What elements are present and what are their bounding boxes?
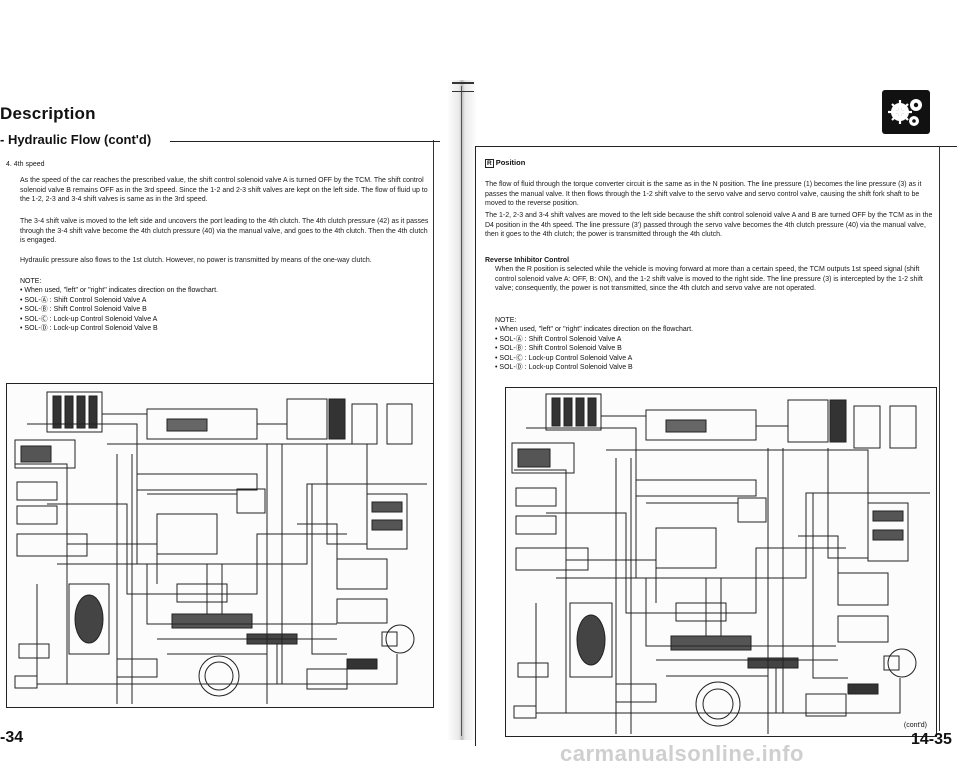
note-title: NOTE:	[20, 278, 42, 285]
note-item: • SOL-Ⓑ : Shift Control Solenoid Valve B	[20, 306, 147, 314]
paragraph-2: The 1-2, 2-3 and 3-4 shift valves are mo…	[485, 212, 933, 239]
hydraulic-circuit-drawing	[511, 393, 930, 734]
note-item: • When used, "left" or "right" indicates…	[495, 326, 693, 334]
paragraph-1: The flow of fluid through the torque con…	[485, 181, 922, 208]
transmission-gear-icon	[882, 90, 930, 134]
gutter-clip	[452, 82, 474, 92]
column-rule	[939, 146, 940, 731]
paragraph-3: Hydraulic pressure also flows to the 1st…	[20, 257, 372, 264]
page-number: -34	[0, 729, 24, 746]
note-block: NOTE: • When used, "left" or "right" ind…	[20, 277, 430, 333]
page-title: Description	[0, 104, 96, 123]
subtitle-rule	[170, 141, 440, 142]
subtitle-row: - Hydraulic Flow (cont'd)	[0, 132, 445, 148]
hydraulic-schematic	[505, 387, 937, 737]
position-box: R	[485, 159, 494, 168]
page-number: 14-35	[911, 731, 952, 748]
hydraulic-schematic	[6, 383, 434, 708]
hydraulic-circuit-drawing	[14, 391, 427, 704]
note-item: • SOL-Ⓒ : Lock-up Control Solenoid Valve…	[495, 354, 633, 362]
note-title: NOTE:	[495, 317, 517, 324]
note-item: • SOL-Ⓓ : Lock-up Control Solenoid Valve…	[20, 325, 158, 333]
note-item: • SOL-Ⓐ : Shift Control Solenoid Valve A	[495, 335, 622, 343]
inhibitor-text: When the R position is selected while th…	[495, 266, 923, 293]
note-item: • SOL-Ⓓ : Lock-up Control Solenoid Valve…	[495, 364, 633, 372]
note-item: • SOL-Ⓒ : Lock-up Control Solenoid Valve…	[20, 315, 158, 323]
gutter-line	[461, 86, 462, 736]
note-item: • When used, "left" or "right" indicates…	[20, 287, 218, 295]
note-item: • SOL-Ⓐ : Shift Control Solenoid Valve A	[20, 296, 147, 304]
note-block: NOTE: • When used, "left" or "right" ind…	[495, 316, 935, 372]
section-heading: 4. 4th speed	[6, 161, 45, 168]
content-frame	[475, 146, 957, 746]
left-page: Description - Hydraulic Flow (cont'd) 4.…	[0, 0, 455, 768]
note-item: • SOL-Ⓑ : Shift Control Solenoid Valve B	[495, 345, 622, 353]
continued-label: (cont'd)	[903, 722, 927, 729]
position-heading-label: Position	[495, 158, 526, 167]
paragraph-1: As the speed of the car reaches the pres…	[20, 177, 428, 204]
watermark: carmanualsonline.info	[560, 741, 804, 766]
paragraph-2: The 3-4 shift valve is moved to the left…	[20, 218, 429, 245]
page-subtitle: - Hydraulic Flow (cont'd)	[0, 132, 158, 147]
inhibitor-heading: Reverse Inhibitor Control	[485, 257, 570, 264]
binding-gutter	[447, 80, 477, 740]
